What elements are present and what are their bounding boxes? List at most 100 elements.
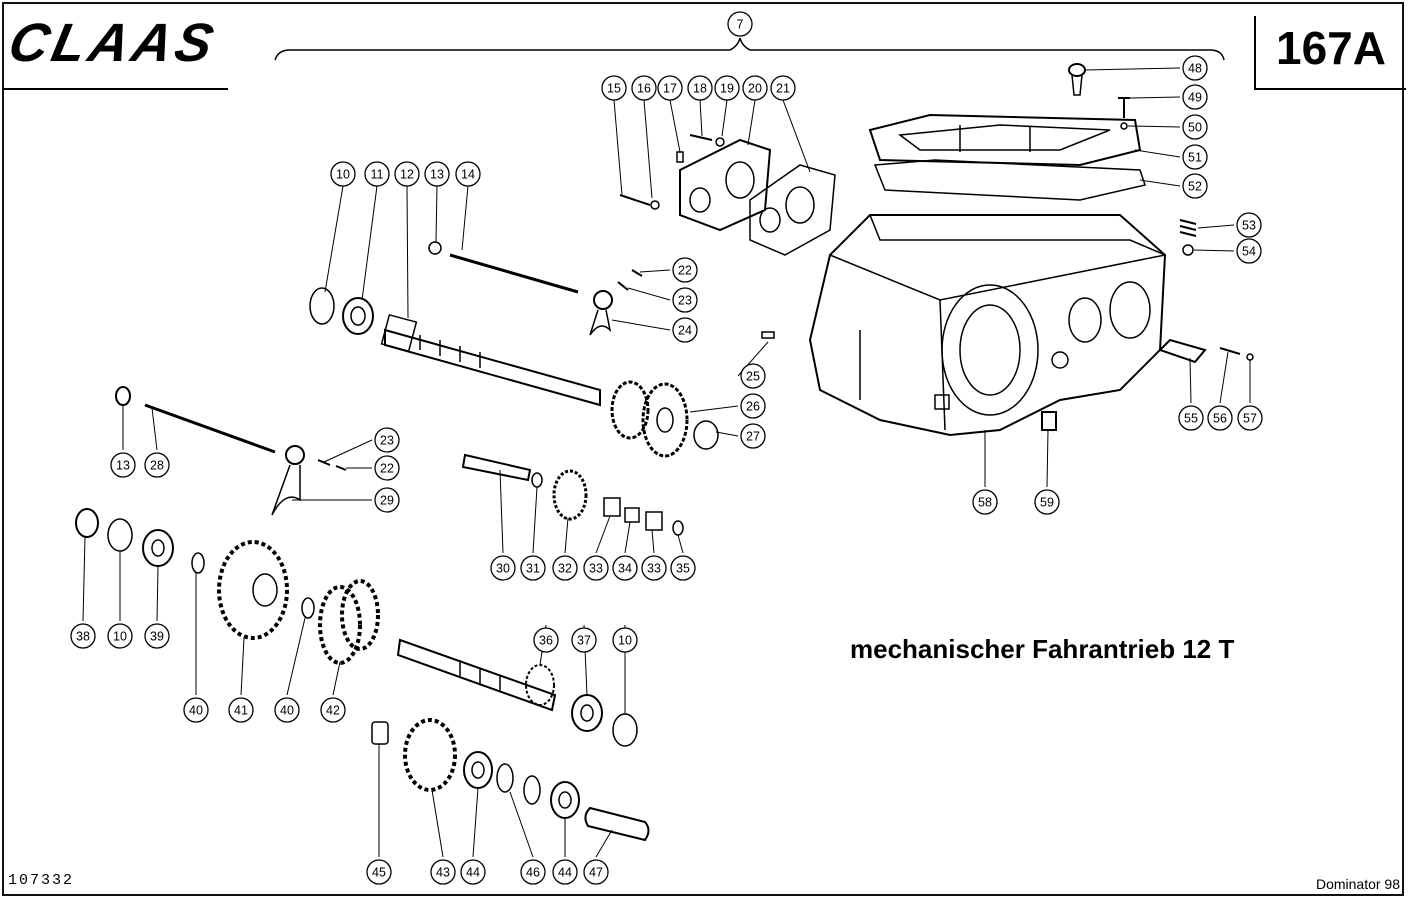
bracket-55 [1158,338,1207,364]
callout-number: 45 [372,866,386,880]
callout-43: 43 [430,859,456,885]
callout-number: 40 [280,704,294,718]
leader-line [1139,179,1181,187]
washer-31 [531,472,543,488]
callout-44: 44 [460,859,486,885]
callout-circle [687,75,713,101]
callout-circle [490,555,516,581]
plug-59 [1041,411,1057,431]
callout-number: 27 [746,430,760,444]
callout-24: 24 [672,317,698,343]
callout-circle [320,697,346,723]
gear-43 [403,718,457,792]
nut-19 [715,137,725,147]
callout-circle [670,555,696,581]
callout-number: 42 [326,704,340,718]
callout-number: 50 [1188,121,1202,135]
gear-32 [552,469,588,521]
callout-number: 41 [234,704,248,718]
callout-number: 55 [1184,412,1198,426]
callout-number: 58 [978,496,992,510]
callout-circle [330,161,356,187]
washer-16 [650,200,660,210]
washer-13-upper [428,241,442,255]
leader-line [689,405,739,413]
callout-29: 29 [374,487,400,513]
leader-line [1197,224,1235,229]
snap-ring-27 [693,420,719,450]
callout-circle [460,859,486,885]
pin-22-23-upper [617,269,643,291]
callout-number: 54 [1242,245,1256,259]
callout-47: 47 [583,859,609,885]
leader-line [431,789,444,858]
model-name: Dominator 98 [1315,876,1400,892]
callout-number: 22 [678,264,692,278]
callout-number: 49 [1188,91,1202,105]
callout-number: 38 [76,630,90,644]
callout-number: 15 [607,82,621,96]
callout-number: 33 [589,562,603,576]
group-bracket [274,37,1225,61]
leader-line [435,185,438,243]
leader-line [286,617,306,696]
bushing-45 [371,721,389,745]
callout-25: 25 [740,363,766,389]
leader-line [1084,67,1181,71]
circlip-46-left [496,763,514,793]
callout-circle [455,161,481,187]
bolt-56 [1219,347,1241,355]
gasket [873,159,1146,201]
leader-line [611,319,671,331]
callout-17: 17 [657,75,683,101]
callout-circle [1236,238,1262,264]
callout-number: 46 [526,866,540,880]
callout-number: 12 [400,168,414,182]
callout-number: 22 [380,462,394,476]
callout-circle [770,75,796,101]
countershaft-30 [461,453,532,482]
callout-number: 26 [746,400,760,414]
callout-number: 23 [678,294,692,308]
callout-number: 19 [720,82,734,96]
callout-number: 10 [618,634,632,648]
callout-circle [374,487,400,513]
pin-17 [676,151,684,163]
leader-line [532,486,538,554]
callout-circle [394,161,420,187]
callout-circle [1182,84,1208,110]
leader-line [461,185,469,251]
snap-ring-10-right [612,713,638,747]
circlip-40-right [301,597,315,619]
callout-number: 35 [676,562,690,576]
callout-circle [612,555,638,581]
spacer-34 [624,507,640,523]
callout-21: 21 [770,75,796,101]
callout-28: 28 [144,452,170,478]
leader-line [240,637,245,696]
callout-circle [672,257,698,283]
leader-line [499,469,504,554]
bearing-44-right [550,781,580,819]
leader-line [1219,351,1229,404]
bearing-38 [75,508,99,538]
leader-line [639,269,671,273]
leader-line [677,534,684,554]
leader-line [782,99,811,173]
callout-23: 23 [374,427,400,453]
gearbox-housing [808,214,1167,437]
callout-37: 37 [571,627,597,653]
needle-bearing-33a [603,497,621,517]
shift-rod-28 [144,403,276,454]
shift-fork-24 [589,290,613,336]
callout-circle [727,11,753,37]
output-shaft-36 [396,638,557,712]
callout-12: 12 [394,161,420,187]
callout-circle [1207,405,1233,431]
callout-circle [274,697,300,723]
leader-line [1134,149,1181,158]
leader-line [406,185,409,319]
callout-number: 37 [577,634,591,648]
